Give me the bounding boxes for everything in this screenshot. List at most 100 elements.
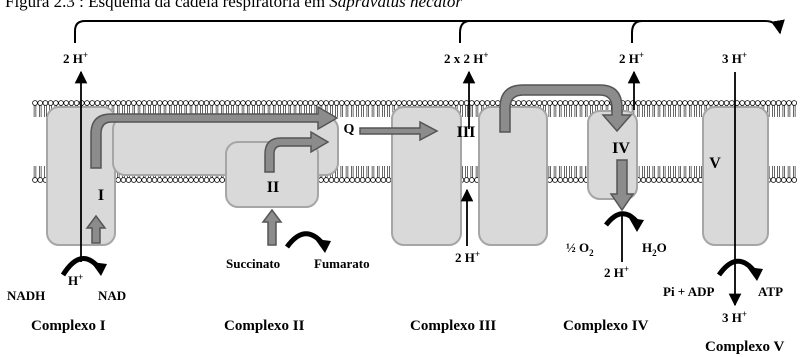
pi-adp-label: Pi + ADP [663, 284, 715, 299]
lipid-head [48, 101, 53, 106]
lipid-head [433, 101, 438, 106]
lipid-head [313, 101, 318, 106]
succinato-label: Succinato [226, 256, 280, 271]
lipid-head [703, 101, 708, 106]
lipid-head [568, 101, 573, 106]
lipid-head [365, 178, 370, 183]
lipid-head [438, 101, 443, 106]
lipid-head [464, 178, 469, 183]
lipid-head [766, 101, 771, 106]
lipid-head [371, 178, 376, 183]
lipid-head [641, 178, 646, 183]
lipid-head [771, 178, 776, 183]
atp-arrowhead [747, 267, 763, 281]
lipid-head [755, 101, 760, 106]
lipid-head [547, 178, 552, 183]
lipid-head [516, 101, 521, 106]
lipid-head [360, 178, 365, 183]
lipid-head [521, 101, 526, 106]
lipid-head [657, 178, 662, 183]
lipid-head [402, 101, 407, 106]
lipid-head [579, 178, 584, 183]
lipid-head [646, 101, 651, 106]
lipid-head [334, 178, 339, 183]
lipid-head [729, 101, 734, 106]
lipid-head [776, 101, 781, 106]
lipid-head [189, 101, 194, 106]
lipid-head [386, 178, 391, 183]
lipid-head [563, 101, 568, 106]
lipid-head [709, 101, 714, 106]
lipid-head [667, 101, 672, 106]
lipid-head [43, 101, 48, 106]
lipid-head [657, 101, 662, 106]
lipid-head [157, 178, 162, 183]
lipid-head [225, 101, 230, 106]
lipid-head [683, 101, 688, 106]
lipid-head [553, 101, 558, 106]
lipid-head [454, 101, 459, 106]
complex-iii-numeral: III [457, 124, 476, 141]
lipid-head [230, 101, 235, 106]
lipid-head [116, 178, 121, 183]
lipid-head [547, 101, 552, 106]
lipid-head [667, 178, 672, 183]
lipid-head [126, 101, 131, 106]
fumarato-label: Fumarato [314, 256, 370, 271]
lipid-head [183, 101, 188, 106]
lipid-head [111, 101, 116, 106]
lipid-head [688, 178, 693, 183]
lipid-head [241, 101, 246, 106]
lipid-head [490, 101, 495, 106]
lipid-head [282, 101, 287, 106]
lipid-head [724, 101, 729, 106]
lipid-head [339, 178, 344, 183]
lipid-head [469, 178, 474, 183]
lipid-head [74, 101, 79, 106]
lipid-head [683, 178, 688, 183]
lipid-head [209, 101, 214, 106]
lipid-head [163, 178, 168, 183]
lipid-head [215, 101, 220, 106]
lipid-head [573, 178, 578, 183]
lipid-head [121, 101, 126, 106]
lipid-head [33, 178, 38, 183]
lipid-head [173, 178, 178, 183]
lipid-head [69, 101, 74, 106]
complex-iii-right-box [479, 107, 547, 245]
lipid-head [542, 101, 547, 106]
lipid-head [152, 101, 157, 106]
lipid-head [194, 101, 199, 106]
atp-label: ATP [758, 284, 783, 299]
lipid-head [152, 178, 157, 183]
nad-label: NAD [98, 288, 126, 303]
lipid-head [532, 101, 537, 106]
lipid-head [355, 178, 360, 183]
lipid-head [563, 178, 568, 183]
lipid-head [573, 101, 578, 106]
half-oxygen-label: ½ O2 [566, 240, 594, 258]
lipid-head [371, 101, 376, 106]
lipid-head [116, 101, 121, 106]
lipid-head [360, 101, 365, 106]
lipid-head [38, 178, 43, 183]
proton-label-complex-iii-top: 2 x 2 H+ [444, 50, 489, 66]
lipid-head [397, 101, 402, 106]
lipid-head [599, 101, 604, 106]
water-label: H2O [642, 240, 667, 258]
proton-label-complex-iii-bottom: 2 H+ [455, 249, 480, 265]
ubiquinone-q-label: Q [344, 122, 355, 137]
lipid-head [376, 101, 381, 106]
lipid-head [662, 101, 667, 106]
proton-label-complex-v-top: 3 H+ [722, 50, 747, 66]
lipid-head [220, 101, 225, 106]
lipid-head [792, 178, 797, 183]
proton-label-complex-iv-top: 2 H+ [619, 50, 644, 66]
lipid-head [324, 178, 329, 183]
lipid-head [256, 101, 261, 106]
lipid-head [745, 101, 750, 106]
lipid-head [131, 178, 136, 183]
nadh-label: NADH [7, 288, 45, 303]
lipid-head [59, 101, 64, 106]
